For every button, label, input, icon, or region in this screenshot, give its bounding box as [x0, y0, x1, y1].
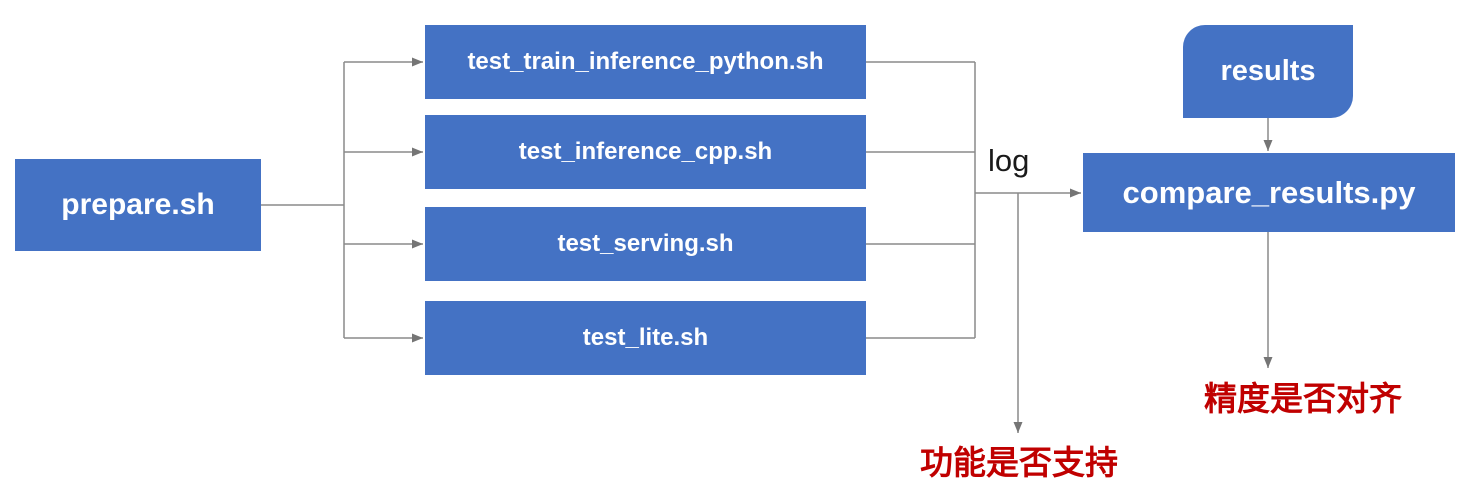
node-test-inference-cpp: test_inference_cpp.sh — [425, 115, 866, 189]
node-compare-results-py-label: compare_results.py — [1122, 174, 1416, 210]
node-prepare-sh-label: prepare.sh — [61, 188, 215, 221]
node-test-train-inference-python: test_train_inference_python.sh — [425, 25, 866, 99]
node-compare-results-py: compare_results.py — [1083, 153, 1455, 232]
node-results-label: results — [1220, 55, 1316, 87]
node-test-inference-cpp-label: test_inference_cpp.sh — [518, 138, 773, 165]
node-results: results — [1183, 25, 1353, 118]
annotation-precision-aligned: 精度是否对齐 — [1204, 380, 1402, 417]
annotation-function-support: 功能是否支持 — [920, 444, 1118, 481]
node-test-train-inference-python-label: test_train_inference_python.sh — [467, 48, 824, 75]
node-test-serving-label: test_serving.sh — [557, 230, 734, 257]
node-prepare-sh: prepare.sh — [15, 159, 261, 251]
node-test-lite: test_lite.sh — [425, 301, 866, 375]
node-test-lite-label: test_lite.sh — [582, 324, 709, 351]
node-test-serving: test_serving.sh — [425, 207, 866, 281]
log-label: log — [988, 143, 1030, 178]
